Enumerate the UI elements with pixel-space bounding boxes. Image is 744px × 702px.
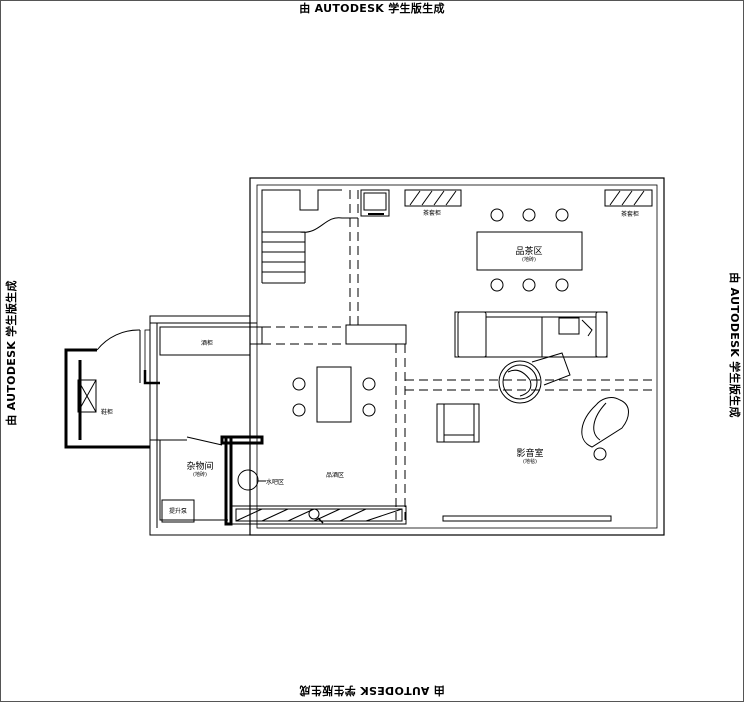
cinema-lounge-chair [581, 397, 629, 461]
fridge [360, 189, 390, 217]
storage-room [150, 435, 264, 526]
tea-area-label: 品茶区 [515, 245, 542, 257]
water-bar-sink [237, 469, 266, 491]
storage-label: 杂物间 [186, 460, 213, 472]
wine-area-label: 品酒区 [326, 471, 344, 479]
tea-cabinet-left-label: 茶套柜 [423, 209, 441, 217]
cinema-note: (地毯) [523, 458, 537, 465]
wine-cabinet-label: 酒柜 [201, 339, 213, 347]
room-labels: 品茶区 (地砖) 品酒区 影音室 (地毯) 杂物间 (地砖) 水吧区 提升泵 茶… [101, 209, 639, 515]
magnifier-icon [308, 508, 324, 524]
tea-cabinet-left-shape [404, 189, 462, 207]
tea-cabinet-right-shape [604, 189, 653, 207]
shoe-cabinet-label: 鞋柜 [101, 408, 113, 416]
dashed-partitions [262, 190, 652, 520]
partition-block [249, 324, 407, 345]
wine-cabinet [159, 326, 251, 356]
tea-cabinet-right-label: 茶套柜 [621, 210, 639, 218]
tea-area-note: (地砖) [522, 256, 536, 263]
tea-table [476, 208, 583, 292]
water-bar-label: 水吧区 [266, 478, 284, 486]
outer-walls [149, 177, 665, 536]
lift-pump-label: 提升泵 [169, 507, 187, 515]
entrance-door[interactable] [96, 329, 160, 385]
sofa [454, 311, 608, 358]
shoe-cabinet [77, 379, 97, 413]
cinema-round-chair [498, 352, 571, 404]
cinema-armchair [436, 403, 480, 443]
storage-note: (地砖) [193, 471, 207, 478]
foyer-walls [64, 348, 150, 449]
staircase [261, 189, 358, 284]
watermark-top: 由 AUTODESK 学生版生成 [299, 2, 445, 15]
wine-table [292, 366, 376, 423]
cinema-label: 影音室 [516, 447, 543, 459]
cinema-screen [442, 515, 612, 522]
wine-display-wall [231, 505, 407, 525]
